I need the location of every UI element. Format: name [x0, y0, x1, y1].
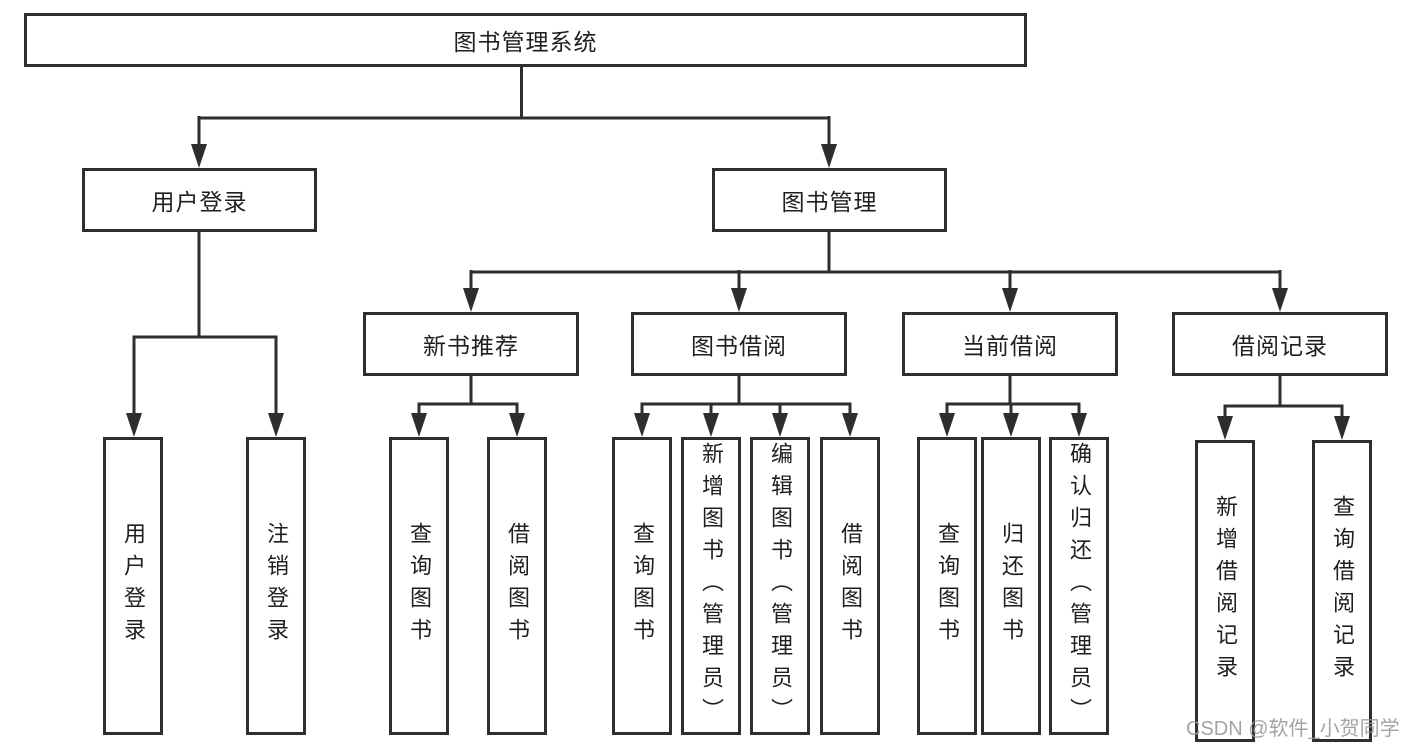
leaf-query-books: 查询图书 — [389, 437, 449, 735]
node-label: 借阅记录 — [1232, 333, 1328, 359]
node-label: 确认归还（管理员） — [1067, 442, 1092, 730]
arrow-down-icon — [821, 144, 837, 168]
node-label: 图书管理系统 — [453, 29, 598, 55]
node-book-management: 图书管理 — [712, 168, 947, 232]
node-label: 用户登录 — [151, 189, 248, 215]
node-borrow-records: 借阅记录 — [1172, 312, 1388, 376]
leaf-add-borrow-record: 新增借阅记录 — [1195, 440, 1255, 742]
connector-lines — [132, 67, 1344, 420]
node-book-borrow: 图书借阅 — [631, 312, 847, 376]
connector-new-book-subtree — [417, 376, 519, 417]
leaf-borrow-books: 借阅图书 — [820, 437, 880, 735]
connector-root-to-level2 — [197, 67, 831, 146]
arrow-down-icon — [126, 413, 142, 437]
arrow-down-icon — [1002, 288, 1018, 312]
node-label: 编辑图书（管理员） — [768, 442, 793, 730]
connector-book-borrow-subtree — [640, 376, 852, 417]
node-label: 查询图书 — [935, 522, 960, 650]
arrow-down-icon — [731, 288, 747, 312]
leaf-query-borrow-record: 查询借阅记录 — [1312, 440, 1372, 742]
node-library-management-system: 图书管理系统 — [24, 13, 1027, 67]
leaf-query-books: 查询图书 — [612, 437, 672, 735]
leaf-borrow-books: 借阅图书 — [487, 437, 547, 735]
leaf-logout: 注销登录 — [246, 437, 306, 735]
leaf-add-books-admin: 新增图书（管理员） — [681, 437, 741, 735]
node-label: 新书推荐 — [423, 333, 519, 359]
connector-user-login-subtree — [132, 232, 278, 415]
node-label: 查询图书 — [630, 522, 655, 650]
node-label: 新增借阅记录 — [1213, 495, 1238, 687]
connector-borrow-records-subtree — [1223, 376, 1344, 420]
node-label: 查询借阅记录 — [1330, 495, 1355, 687]
arrow-down-icon — [191, 144, 207, 168]
csdn-watermark: CSDN @软件_小贺同学 — [1186, 718, 1400, 740]
connector-current-borrow-subtree — [945, 376, 1081, 417]
arrow-down-icon — [842, 413, 858, 437]
arrow-down-icon — [1003, 413, 1019, 437]
node-label: 查询图书 — [407, 522, 432, 650]
leaf-return-books: 归还图书 — [981, 437, 1041, 735]
leaf-edit-books-admin: 编辑图书（管理员） — [750, 437, 810, 735]
node-label: 用户登录 — [121, 522, 146, 650]
connector-book-mgmt-to-level3 — [469, 232, 1282, 292]
arrow-down-icon — [939, 413, 955, 437]
arrow-down-icon — [268, 413, 284, 437]
leaf-user-login: 用户登录 — [103, 437, 163, 735]
node-label: 当前借阅 — [962, 333, 1058, 359]
leaf-confirm-return-admin: 确认归还（管理员） — [1049, 437, 1109, 735]
arrow-down-icon — [509, 413, 525, 437]
arrow-down-icon — [1334, 416, 1350, 440]
node-label: 新增图书（管理员） — [699, 442, 724, 730]
arrow-down-icon — [634, 413, 650, 437]
node-label: 图书借阅 — [691, 333, 787, 359]
arrowheads — [126, 144, 1350, 440]
arrow-down-icon — [1272, 288, 1288, 312]
node-label: 图书管理 — [781, 189, 878, 215]
arrow-down-icon — [463, 288, 479, 312]
node-new-book-recommend: 新书推荐 — [363, 312, 579, 376]
node-label: 借阅图书 — [505, 522, 530, 650]
arrow-down-icon — [1217, 416, 1233, 440]
node-label: 借阅图书 — [838, 522, 863, 650]
node-current-borrow: 当前借阅 — [902, 312, 1118, 376]
arrow-down-icon — [1071, 413, 1087, 437]
node-user-login: 用户登录 — [82, 168, 317, 232]
node-label: 归还图书 — [999, 522, 1024, 650]
arrow-down-icon — [772, 413, 788, 437]
leaf-query-books: 查询图书 — [917, 437, 977, 735]
arrow-down-icon — [411, 413, 427, 437]
arrow-down-icon — [703, 413, 719, 437]
node-label: 注销登录 — [264, 522, 289, 650]
